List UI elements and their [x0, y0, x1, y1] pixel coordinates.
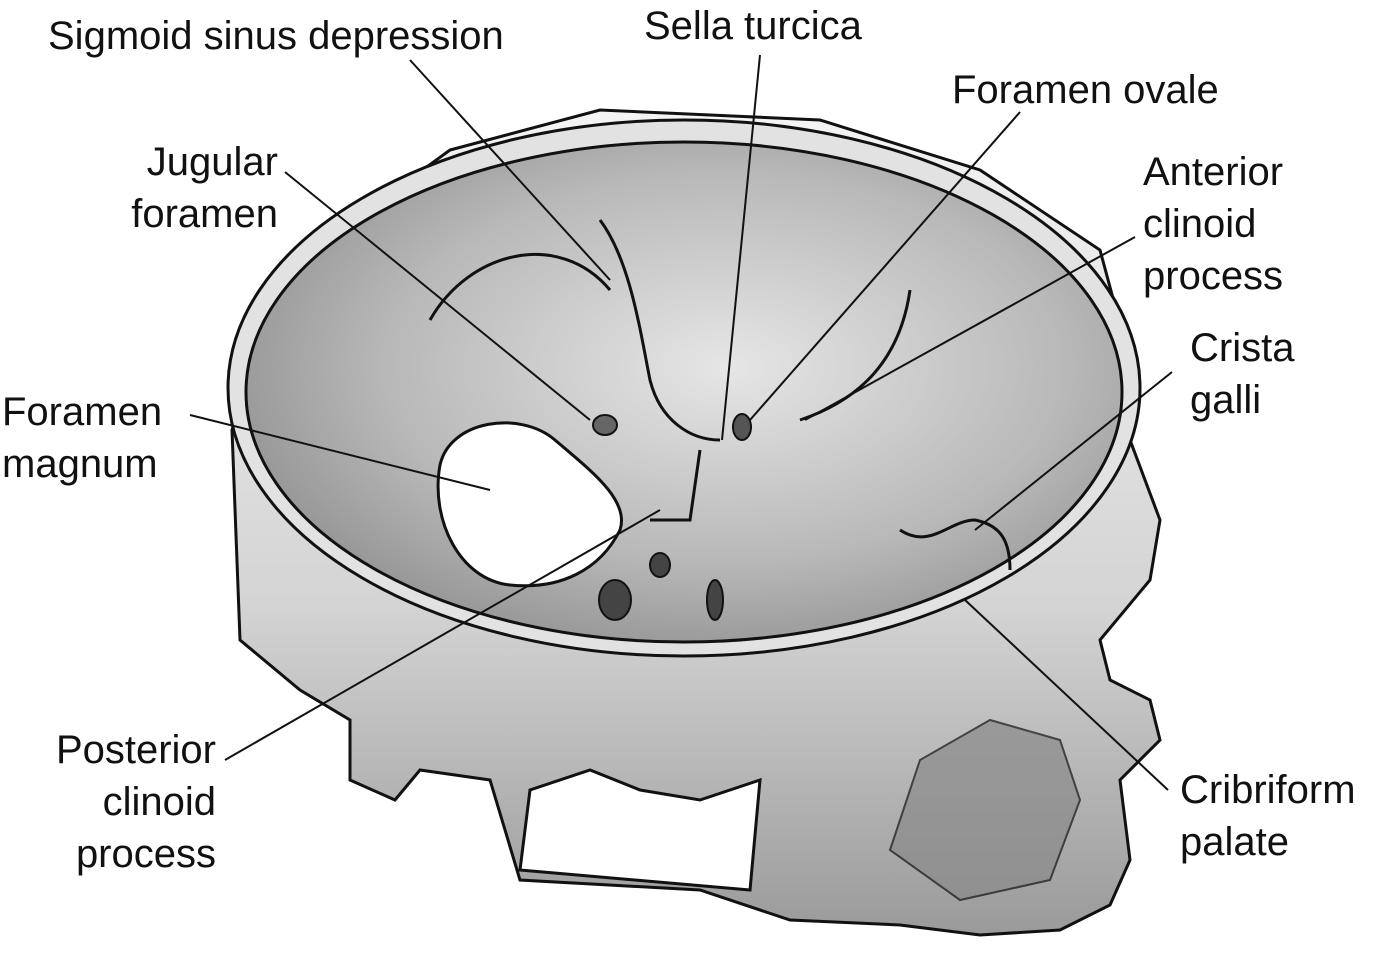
label-text: Cribriform	[1180, 768, 1356, 812]
label-cribriform: Cribriform palate	[1180, 764, 1356, 868]
label-anterior-clinoid: Anterior clinoid process	[1143, 146, 1283, 302]
label-text: process	[1143, 254, 1284, 298]
foramen-magnum-hole	[436, 421, 623, 588]
foramen-hole	[649, 552, 671, 578]
label-text: galli	[1190, 378, 1262, 422]
leader-sella-turcica	[721, 54, 761, 441]
label-text: Anterior	[1143, 150, 1284, 194]
clivus	[650, 449, 702, 522]
label-sella-turcica: Sella turcica	[644, 0, 862, 52]
foramen-hole	[706, 579, 724, 621]
leader-lines	[189, 54, 1173, 791]
leader-foramen-ovale	[749, 111, 1021, 421]
label-text: magnum	[2, 442, 158, 486]
label-text: Jugular	[146, 140, 278, 184]
label-text: clinoid	[102, 780, 216, 824]
foramen-ovale-hole	[732, 413, 752, 441]
zygomatic-cavity	[518, 768, 762, 892]
leader-foramen-magnum	[189, 414, 491, 491]
label-foramen-ovale: Foramen ovale	[952, 64, 1219, 116]
label-text: Crista	[1190, 326, 1295, 370]
leader-crista-galli	[974, 371, 1173, 531]
posterior-fossa-edge	[428, 253, 612, 321]
label-text: Foramen ovale	[952, 68, 1219, 112]
jugular-foramen-hole	[592, 414, 618, 436]
leader-anterior-clinoid	[804, 236, 1136, 421]
label-jugular-foramen: Jugular foramen	[131, 136, 278, 240]
label-foramen-magnum: Foramen magnum	[2, 386, 162, 490]
label-sigmoid-sinus: Sigmoid sinus depression	[48, 10, 504, 62]
label-text: Foramen	[2, 390, 163, 434]
label-text: process	[75, 832, 216, 876]
orbit-shadow	[888, 718, 1082, 902]
label-text: Posterior	[55, 728, 216, 772]
label-text: clinoid	[1143, 202, 1257, 246]
petrous-ridge	[598, 219, 721, 442]
label-text: foramen	[131, 192, 278, 236]
label-text: Sigmoid sinus depression	[48, 14, 504, 58]
label-text: palate	[1180, 820, 1289, 864]
label-posterior-clinoid: Posterior clinoid process	[56, 724, 216, 880]
foramen-hole	[598, 579, 632, 621]
leader-jugular-foramen	[284, 171, 591, 421]
leader-cribriform	[964, 599, 1169, 791]
cranial-cavity	[244, 140, 1124, 644]
leader-posterior-clinoid	[224, 509, 661, 761]
crista-galli-shape	[899, 518, 1012, 571]
label-crista-galli: Crista galli	[1190, 322, 1294, 426]
label-text: Sella turcica	[644, 4, 862, 48]
leader-sigmoid-sinus	[409, 59, 611, 281]
